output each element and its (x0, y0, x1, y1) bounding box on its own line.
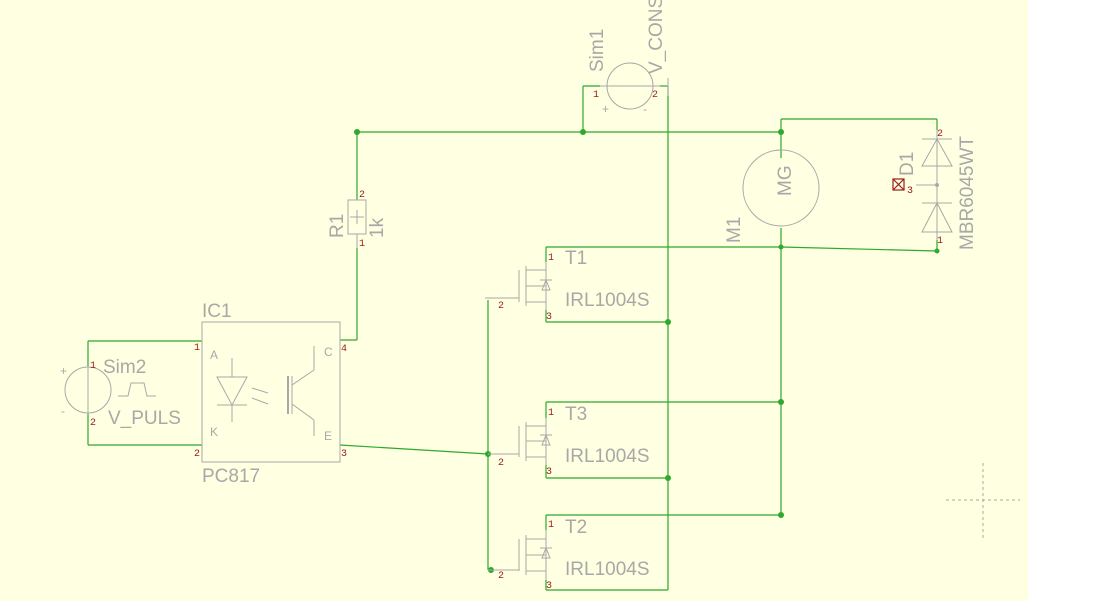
mosfet-t2[interactable]: 1 2 3 T2 IRL1004S (488, 517, 650, 592)
svg-text:3: 3 (546, 581, 552, 592)
svg-text:2: 2 (937, 129, 943, 140)
svg-text:A: A (210, 348, 218, 362)
motor-m1[interactable]: MG M1 (724, 149, 820, 243)
svg-text:2: 2 (498, 571, 504, 582)
t2-label: T2 (565, 517, 587, 538)
svg-text:3: 3 (907, 186, 913, 197)
svg-text:C: C (324, 345, 333, 359)
svg-text:1: 1 (937, 236, 943, 247)
svg-text:2: 2 (90, 418, 96, 429)
svg-text:K: K (210, 425, 218, 439)
svg-text:+: + (60, 364, 67, 378)
svg-text:2: 2 (498, 458, 504, 469)
svg-text:1: 1 (90, 361, 96, 372)
crosshair-cursor-icon (946, 463, 1020, 538)
m1-label: M1 (724, 217, 745, 243)
svg-text:-: - (61, 404, 65, 418)
sim2-value: V_PULS (108, 408, 181, 429)
svg-text:E: E (324, 429, 332, 443)
d1-value: MBR6045WT (957, 136, 978, 250)
sim2-source[interactable]: 1 2 + - Sim2 V_PULS (60, 357, 181, 429)
sim1-value: V_CONS (646, 0, 667, 74)
r1-label: R1 (327, 214, 348, 238)
schematic-canvas[interactable] (0, 0, 1028, 601)
svg-text:1: 1 (359, 239, 365, 250)
svg-text:3: 3 (341, 449, 347, 460)
ic1-label: IC1 (202, 301, 232, 322)
svg-text:1: 1 (194, 343, 200, 354)
svg-text:1: 1 (548, 408, 554, 419)
t1-label: T1 (565, 248, 587, 269)
svg-text:2: 2 (498, 301, 504, 312)
motor-symbol: MG (775, 165, 796, 196)
svg-text:1: 1 (593, 90, 599, 101)
wires (87, 85, 938, 591)
sim2-label: Sim2 (103, 357, 146, 378)
svg-text:-: - (643, 102, 647, 116)
svg-text:1: 1 (548, 520, 554, 531)
svg-text:1: 1 (548, 253, 554, 264)
mosfet-t1[interactable]: 1 2 3 T1 IRL1004S (485, 248, 650, 323)
diode-d1[interactable]: 3 2 1 D1 MBR6045WT (892, 129, 978, 250)
t1-value: IRL1004S (565, 290, 650, 311)
t3-label: T3 (565, 404, 587, 425)
svg-text:2: 2 (194, 449, 200, 460)
mosfet-t3[interactable]: 1 2 3 T3 IRL1004S (488, 404, 650, 478)
svg-text:3: 3 (546, 312, 552, 323)
sim1-label: Sim1 (587, 29, 608, 72)
svg-text:2: 2 (359, 190, 365, 201)
r1-value: 1k (367, 217, 388, 238)
junction-dots (354, 129, 940, 573)
svg-text:4: 4 (341, 344, 347, 355)
t2-value: IRL1004S (565, 559, 650, 580)
svg-text:3: 3 (546, 467, 552, 478)
svg-text:2: 2 (652, 90, 658, 101)
t3-value: IRL1004S (565, 446, 650, 467)
ic1-optocoupler[interactable]: IC1 PC817 A K C E 1 2 4 3 (194, 301, 347, 487)
d1-label: D1 (897, 152, 918, 176)
ic1-value: PC817 (202, 466, 260, 487)
svg-text:+: + (602, 102, 609, 116)
sim1-source[interactable]: 1 2 + - Sim1 V_CONS (587, 0, 669, 116)
r1-resistor[interactable]: 2 1 R1 1k (327, 190, 388, 250)
